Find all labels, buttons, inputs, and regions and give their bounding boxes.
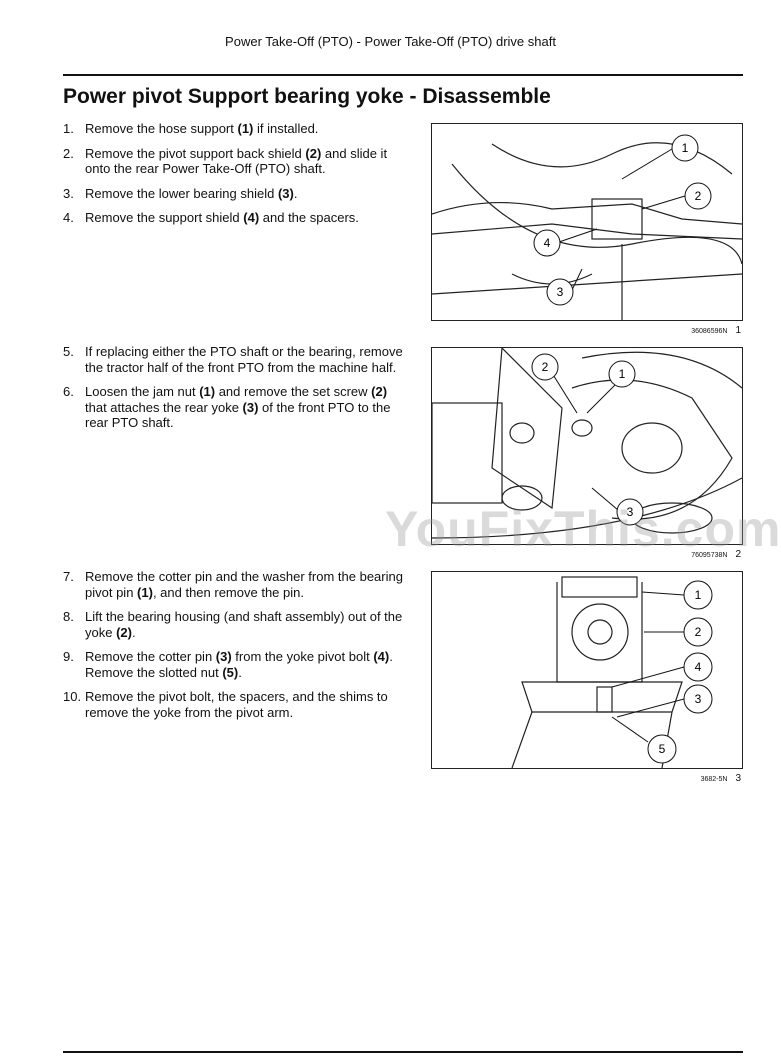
figure-code: 76095738N — [691, 552, 728, 559]
callout-label: 3 — [557, 285, 564, 299]
part-reference: (1) — [237, 121, 254, 136]
step-item: 4. Remove the support shield (4) and the … — [63, 210, 408, 226]
step-item: 2. Remove the pivot support back shield (… — [63, 146, 408, 177]
step-text: that attaches the rear yoke — [85, 399, 243, 415]
callout-label: 4 — [544, 236, 551, 250]
figure-2: 2 1 3 — [431, 347, 743, 545]
step-item: 9. Remove the cotter pin (3) from the yok… — [63, 649, 408, 680]
step-number: 5. — [63, 344, 74, 359]
step-text: from the yoke pivot bolt — [231, 649, 374, 664]
step-text: . — [293, 185, 298, 201]
step-text: Remove the pivot bolt, the spacers, and … — [85, 689, 388, 720]
step-text: and the spacers. — [259, 210, 359, 225]
part-reference: (4) — [243, 210, 260, 225]
figure-1-illustration: 1 2 4 3 — [432, 134, 742, 320]
figure-2-illustration: 2 1 3 — [432, 348, 742, 539]
part-reference: (2) — [116, 624, 132, 640]
step-text: Remove the cotter pin and the washer fro… — [85, 569, 403, 600]
step-item: 3. Remove the lower bearing shield (3). — [63, 186, 408, 202]
figure-number: 2 — [735, 549, 741, 560]
part-reference: (1) — [137, 584, 153, 600]
step-text: . Remove the slotted nut — [85, 649, 393, 680]
step-text: Remove the support shield — [85, 210, 244, 225]
step-text: and remove the set screw — [215, 384, 372, 399]
part-reference: (2) — [371, 384, 388, 399]
callout-label: 1 — [682, 141, 689, 155]
step-item: 5. If replacing either the PTO shaft or t… — [63, 344, 408, 375]
step-text: . — [131, 624, 136, 640]
figure-3-illustration: 1 2 4 3 5 — [511, 576, 713, 768]
step-number: 7. — [63, 569, 74, 584]
callouts: 1 2 4 3 — [533, 134, 712, 306]
step-text: Remove the hose support — [85, 121, 238, 136]
step-number: 3. — [63, 185, 74, 201]
step-text: Remove the pivot support back shield — [85, 145, 306, 161]
figure-3-caption: 3682-5N 3 — [600, 773, 741, 784]
part-reference: (3) — [215, 649, 232, 664]
step-number: 4. — [63, 210, 74, 225]
step-item: 7. Remove the cotter pin and the washer f… — [63, 569, 408, 600]
step-text: and slide it onto the rear Power Take-Of… — [85, 145, 388, 177]
step-number: 6. — [63, 384, 74, 399]
callout-label: 2 — [695, 625, 702, 639]
part-reference: (3) — [277, 185, 294, 201]
steps-group-2: 5. If replacing either the PTO shaft or t… — [63, 344, 408, 440]
figure-number: 1 — [735, 325, 741, 336]
part-reference: (2) — [305, 145, 322, 161]
bottom-rule — [63, 1051, 743, 1053]
section-title: Power pivot Support bearing yoke - Disas… — [63, 85, 551, 108]
figure-1: 1 2 4 3 — [431, 123, 743, 321]
step-item: 8. Lift the bearing housing (and shaft as… — [63, 609, 408, 640]
part-reference: (1) — [199, 384, 216, 399]
step-number: 9. — [63, 649, 74, 664]
callout-label: 5 — [659, 742, 666, 756]
callout-label: 4 — [695, 660, 702, 674]
figure-2-caption: 76095738N 2 — [600, 549, 741, 560]
running-header: Power Take-Off (PTO) - Power Take-Off (P… — [225, 34, 556, 49]
part-reference: (4) — [373, 649, 390, 664]
step-text: If replacing either the PTO shaft or the… — [85, 344, 403, 375]
step-number: 8. — [63, 609, 74, 624]
steps-group-1: 1. Remove the hose support (1) if install… — [63, 121, 408, 235]
step-item: 10.Remove the pivot bolt, the spacers, a… — [63, 689, 408, 720]
callout-label: 2 — [695, 189, 702, 203]
callout-label: 3 — [695, 692, 702, 706]
callout-label: 1 — [695, 588, 702, 602]
step-number: 10. — [63, 689, 82, 704]
figure-3: 1 2 4 3 5 — [431, 571, 743, 769]
step-text: Lift the bearing housing (and shaft asse… — [85, 609, 403, 640]
figure-number: 3 — [735, 773, 741, 784]
step-item: 1. Remove the hose support (1) if install… — [63, 121, 408, 137]
step-number: 1. — [63, 121, 74, 136]
callout-label: 3 — [627, 505, 634, 519]
watermark: YouFixThis.com — [385, 501, 781, 557]
figure-1-caption: 36086596N 1 — [600, 325, 741, 336]
steps-group-3: 7. Remove the cotter pin and the washer f… — [63, 569, 408, 729]
callout-label: 1 — [619, 367, 626, 381]
step-item: 6. Loosen the jam nut (1) and remove the … — [63, 384, 408, 431]
part-reference: (5) — [222, 664, 239, 680]
step-text: Remove the lower bearing shield — [85, 185, 278, 201]
step-text: . — [238, 664, 242, 680]
part-reference: (3) — [242, 399, 259, 415]
step-text: , and then remove the pin. — [152, 584, 304, 600]
figure-code: 36086596N — [691, 328, 728, 335]
figure-code: 3682-5N — [700, 776, 728, 783]
step-text: Remove the cotter pin — [85, 649, 216, 664]
step-text: Loosen the jam nut — [85, 384, 200, 399]
top-rule — [63, 74, 743, 76]
callout-label: 2 — [542, 360, 549, 374]
step-text: if installed. — [253, 121, 319, 136]
step-number: 2. — [63, 145, 74, 161]
step-text: of the front PTO to the rear PTO shaft. — [85, 399, 391, 431]
